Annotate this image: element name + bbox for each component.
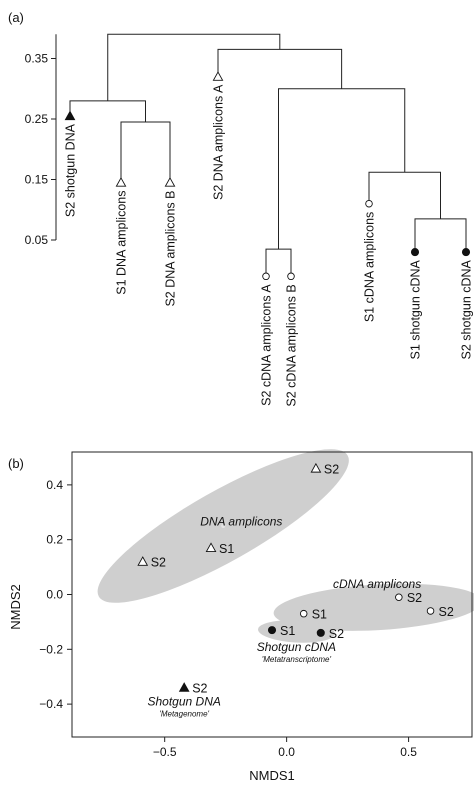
dendrogram-link (217, 48, 343, 89)
panel-label-b: (b) (8, 456, 24, 471)
leaf-marker (287, 272, 295, 281)
point-label: S1 (312, 608, 327, 622)
point-label: S2 (324, 462, 339, 476)
dendrogram-link (414, 218, 467, 253)
group-label: Shotgun DNA (147, 695, 220, 709)
scatter-point (178, 682, 190, 692)
leaf-label: S2 cDNA amplicons B (285, 284, 299, 406)
y-tick-label: 0.15 (25, 173, 49, 187)
leaf-marker (64, 110, 76, 121)
leaf-label: S2 cDNA amplicons A (260, 284, 274, 406)
group-note: 'Metatranscriptome' (262, 655, 332, 664)
dendrogram-y-axis: 0.05 0.15 0.25 0.35 (25, 34, 57, 247)
dendrogram-panel: (a) 0.05 0.15 0.25 0.35 S2 shotgun DNA S1 DN… (8, 10, 474, 407)
dendrogram-links (69, 33, 467, 277)
y-tick-label: 0.05 (25, 233, 49, 247)
scatter-point (395, 593, 403, 601)
leaf-label: S2 DNA amplicons B (164, 191, 178, 307)
group-ellipse (273, 583, 474, 631)
leaf-label: S2 shotgun cDNA (460, 259, 474, 359)
y-tick-label: −0.2 (39, 642, 63, 656)
point-label: S2 (407, 591, 422, 605)
dendrogram-link (69, 100, 146, 123)
group-ellipses (97, 449, 474, 643)
point-label: S2 (192, 682, 207, 696)
group-note: 'Metagenome' (159, 710, 209, 719)
leaf-label: S1 cDNA amplicons (363, 212, 377, 322)
leaf-label: S1 DNA amplicons (115, 191, 129, 295)
scatter-point (205, 542, 217, 553)
leaf-marker (115, 176, 127, 187)
leaf-marker (461, 248, 471, 257)
scatter-point (299, 609, 308, 618)
centroid-dot (221, 523, 226, 528)
dendrogram-leaves: S2 shotgun DNA S1 DNA amplicons S2 DNA amp… (64, 71, 474, 407)
y-axis-label: NMDS2 (8, 584, 23, 630)
scatter-axes: −0.5 0.0 0.5 0.4 0.2 0.0 −0.2 −0.4 (39, 478, 417, 759)
leaf-marker (410, 248, 420, 257)
point-label: S1 (280, 624, 295, 638)
dendrogram-link (265, 248, 292, 277)
point-label: S2 (151, 556, 166, 570)
scatter-point (137, 556, 149, 566)
scatter-point (267, 626, 277, 635)
y-tick-label: 0.2 (46, 533, 63, 547)
dendrogram-link (107, 33, 281, 101)
dendrogram-link (120, 121, 171, 183)
panel-label-a: (a) (8, 10, 24, 25)
y-tick-label: 0.25 (25, 112, 49, 126)
group-ellipse (258, 620, 335, 643)
point-label: S2 (439, 605, 454, 619)
group-label: Shotgun cDNA (257, 640, 336, 654)
scatter-point (316, 628, 325, 637)
y-tick-label: 0.4 (46, 478, 63, 492)
group-label: cDNA amplicons (333, 577, 421, 591)
dendrogram-link (278, 88, 406, 250)
leaf-marker (212, 71, 224, 81)
leaf-marker (164, 176, 176, 187)
point-label: S1 (219, 542, 234, 556)
leaf-label: S2 DNA amplicons A (212, 84, 226, 200)
leaf-label: S2 shotgun DNA (64, 123, 78, 217)
x-tick-label: −0.5 (153, 745, 177, 759)
point-label: S2 (329, 627, 344, 641)
y-tick-label: −0.4 (39, 697, 63, 711)
x-axis-label: NMDS1 (249, 768, 295, 783)
leaf-label: S1 shotgun cDNA (409, 259, 423, 359)
x-tick-label: 0.5 (400, 745, 417, 759)
dendrogram-link (368, 171, 441, 219)
group-label: DNA amplicons (200, 514, 282, 528)
scatter-point (426, 607, 435, 615)
y-tick-label: 0.0 (46, 588, 63, 602)
x-tick-label: 0.0 (278, 745, 295, 759)
y-tick-label: 0.35 (25, 52, 49, 66)
leaf-marker (262, 272, 270, 281)
scatter-point (310, 462, 322, 473)
leaf-marker (365, 199, 373, 208)
